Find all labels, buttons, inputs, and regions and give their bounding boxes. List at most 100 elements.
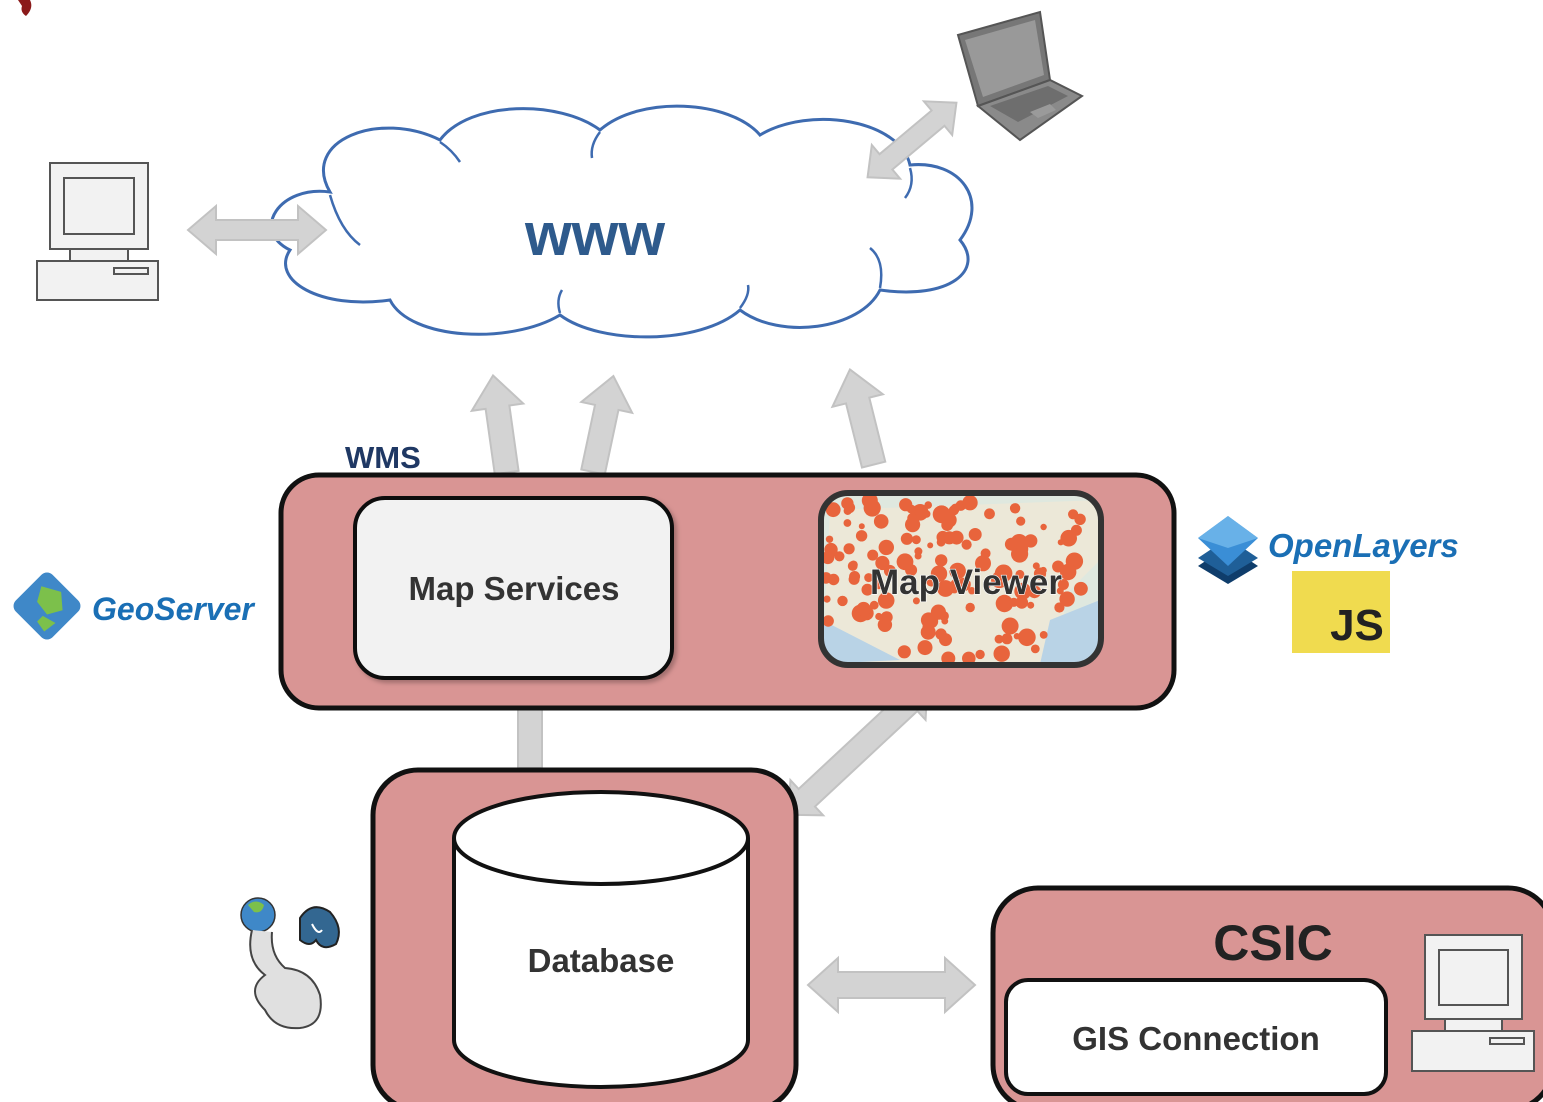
map-dot <box>825 502 841 518</box>
map-dot <box>975 555 991 572</box>
map-dot <box>841 497 854 510</box>
map-dot <box>965 602 975 613</box>
map-services-label: Map Services <box>409 570 620 607</box>
map-dot <box>1009 503 1021 514</box>
map-dot <box>927 542 934 549</box>
map-dot <box>984 508 995 520</box>
geoserver-logo: GeoServer <box>13 572 255 640</box>
map-dot <box>983 583 991 590</box>
wms-label: WMS <box>345 440 421 475</box>
map-dot <box>843 543 855 555</box>
cloud-label: www <box>524 201 665 268</box>
map-dot <box>980 548 991 559</box>
map-dot <box>867 549 879 561</box>
map-dot <box>864 573 874 583</box>
map-dot <box>843 519 852 527</box>
csic-title: CSIC <box>1213 915 1332 971</box>
map-dot <box>877 592 895 609</box>
map-dot <box>975 649 985 660</box>
map-dot <box>878 539 894 556</box>
openlayers-label: OpenLayers <box>1268 527 1459 564</box>
map-dot <box>834 551 845 562</box>
map-dot <box>873 514 889 529</box>
geoserver-label: GeoServer <box>92 591 255 627</box>
laptop <box>956 10 1084 142</box>
database-cylinder-icon <box>452 790 750 1089</box>
map-dot <box>1060 563 1077 581</box>
map-dot <box>906 504 916 514</box>
map-dot <box>861 583 874 596</box>
map-dot <box>1054 602 1065 613</box>
map-dot <box>1040 523 1047 531</box>
map-dot <box>900 532 914 545</box>
map-dot <box>1028 585 1041 599</box>
map-dot <box>1056 587 1064 595</box>
map-viewer-label: Map Viewer <box>870 563 1062 602</box>
desktop-computer-csic <box>1411 934 1535 1072</box>
map-dot <box>1030 644 1040 654</box>
map-dot <box>856 601 871 617</box>
map-dot <box>875 555 890 571</box>
map-dot <box>1057 579 1069 590</box>
map-dot <box>1004 537 1018 551</box>
openlayers-logo: OpenLayers <box>1198 516 1459 584</box>
map-dot <box>873 579 884 590</box>
arrow-up-3 <box>830 367 887 469</box>
map-viewer-box: Map Viewer <box>818 490 1104 668</box>
map-dot <box>1074 581 1088 596</box>
map-dot <box>962 651 976 664</box>
cloud-shape <box>270 104 974 339</box>
map-services-box <box>353 496 674 680</box>
map-dot <box>1014 582 1032 600</box>
arrow-db-csic <box>806 955 977 1015</box>
map-dot <box>1039 631 1048 639</box>
map-dot <box>825 535 834 543</box>
map-dot <box>897 645 911 659</box>
map-dot <box>858 523 865 530</box>
map-dot <box>824 542 838 557</box>
map-dot <box>930 604 947 620</box>
gis-connection-box <box>1004 978 1388 1096</box>
map-dot <box>1015 569 1025 579</box>
map-dot <box>877 617 893 632</box>
map-dot <box>1060 529 1077 547</box>
map-dot <box>907 513 918 523</box>
cloud: www <box>270 104 974 339</box>
map-dot <box>949 579 963 592</box>
map-dot <box>843 506 852 515</box>
map-dot <box>922 510 931 518</box>
map-dot <box>1057 539 1064 546</box>
map-dot <box>939 633 952 647</box>
map-dot <box>869 600 879 610</box>
map-dot <box>1018 628 1036 647</box>
map-dot <box>917 640 933 656</box>
map-dot <box>837 595 848 607</box>
map-dot <box>1032 562 1040 570</box>
map-dot <box>961 539 972 550</box>
arrow-up-1 <box>469 373 526 476</box>
map-dot <box>941 519 954 531</box>
map-dot <box>861 494 878 509</box>
map-dot <box>993 645 1010 662</box>
map-dot <box>823 595 831 603</box>
arrow-laptop-cloud <box>866 100 958 180</box>
map-dot <box>848 573 860 585</box>
map-dot <box>1001 633 1013 645</box>
postgis-icon <box>240 897 340 1030</box>
gis-connection-label: GIS Connection <box>1072 1020 1320 1057</box>
js-logo: JS <box>1292 571 1390 653</box>
map-dot <box>914 547 923 556</box>
map-dot <box>930 565 948 582</box>
map-dot <box>855 530 868 542</box>
map-dot <box>1013 633 1021 640</box>
desktop-computer-left <box>36 162 159 301</box>
map-dot <box>937 580 954 597</box>
map-thumbnail <box>822 494 1100 664</box>
map-dot <box>847 561 858 571</box>
map-dot <box>1016 516 1026 526</box>
map-dot <box>875 612 883 621</box>
map-dot <box>827 573 840 586</box>
map-dot <box>912 597 920 605</box>
arrow-up-2 <box>579 374 635 476</box>
map-dot <box>1033 567 1047 580</box>
